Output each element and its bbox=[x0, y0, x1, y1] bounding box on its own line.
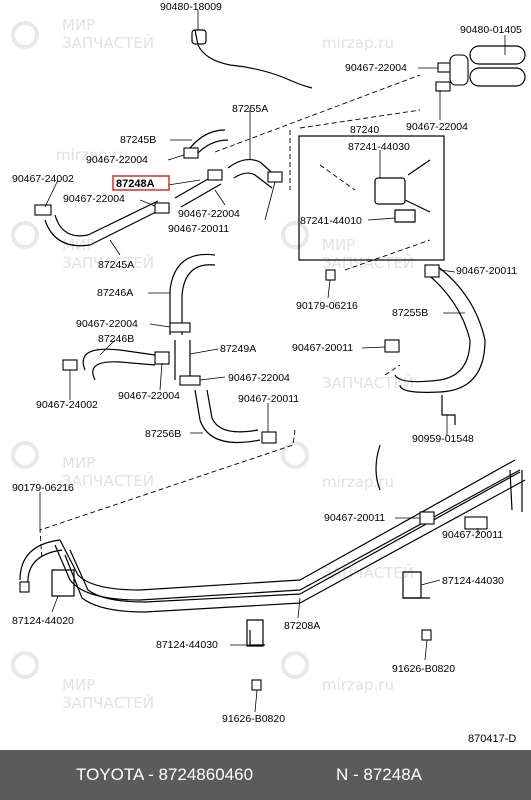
clamp bbox=[169, 322, 191, 333]
clamp bbox=[424, 264, 440, 278]
part-label[interactable]: 87245B bbox=[120, 134, 156, 146]
drawing-number: 870417-D bbox=[468, 733, 516, 745]
footer-diagram-ref: N - 87248A bbox=[336, 765, 422, 784]
clamp bbox=[183, 147, 199, 159]
watermark-site: mirzap.ru bbox=[322, 34, 394, 52]
watermark-zapchastei: ЗАПЧАСТЕЙ bbox=[62, 253, 154, 272]
part-label[interactable]: 90959-01548 bbox=[412, 433, 474, 445]
watermark-site: mirzap.ru bbox=[322, 473, 394, 491]
watermark-layer: МИР ЗАПЧАСТЕЙ mirzap.ru mirzap.ru МИР ЗА… bbox=[11, 16, 414, 712]
part-label[interactable]: 90467-20011 bbox=[292, 342, 353, 354]
part-label[interactable]: 87256B bbox=[145, 428, 181, 440]
clamp bbox=[62, 359, 78, 371]
part-label[interactable]: 87240 bbox=[350, 124, 379, 136]
clamp bbox=[419, 511, 435, 525]
highlight-frame bbox=[112, 175, 170, 191]
clamp-drawings bbox=[19, 54, 488, 691]
part-label[interactable]: 87124-44020 bbox=[12, 615, 74, 627]
watermark-mir: МИР bbox=[62, 676, 95, 694]
watermark-zapchastei: ЗАПЧАСТЕЙ bbox=[322, 373, 414, 392]
part-label[interactable]: 87255A bbox=[232, 103, 268, 115]
clamp bbox=[154, 351, 170, 365]
bolt bbox=[325, 269, 336, 281]
part-label[interactable]: 90467-20011 bbox=[168, 223, 229, 235]
clamp bbox=[464, 516, 488, 530]
part-label[interactable]: 90467-20011 bbox=[324, 512, 385, 524]
part-label[interactable]: 87241-44010 bbox=[300, 215, 362, 227]
watermark-site: mirzap.ru bbox=[56, 146, 128, 164]
part-label[interactable]: 90179-06216 bbox=[12, 482, 74, 494]
watermark-mir: МИР bbox=[62, 454, 95, 472]
part-label[interactable]: 90480-01405 bbox=[460, 24, 522, 36]
part-label[interactable]: 90467-22004 bbox=[63, 193, 125, 205]
part-label[interactable]: 87255B bbox=[392, 307, 428, 319]
part-label[interactable]: 90467-22004 bbox=[406, 121, 468, 133]
part-label[interactable]: 87208A bbox=[284, 620, 320, 632]
part-label[interactable]: 90467-22004 bbox=[76, 318, 138, 330]
part-label[interactable]: 87246B bbox=[98, 333, 134, 345]
bolt bbox=[421, 629, 432, 641]
watermark-mir: МИР bbox=[322, 236, 355, 254]
clamp bbox=[449, 54, 469, 86]
part-label[interactable]: 87241-44030 bbox=[348, 141, 410, 153]
valve-assembly-box bbox=[298, 135, 445, 261]
watermark-mir: МИР bbox=[62, 236, 95, 254]
part-label[interactable]: 90467-20011 bbox=[456, 265, 517, 277]
part-label[interactable]: 90467-22004 bbox=[178, 208, 240, 220]
clamp bbox=[154, 202, 170, 214]
part-label[interactable]: 87124-44030 bbox=[442, 575, 504, 587]
part-label[interactable]: 87246A bbox=[97, 287, 133, 299]
part-label[interactable]: 90480-18009 bbox=[160, 1, 222, 13]
watermark-site: mirzap.ru bbox=[322, 676, 394, 694]
clamp bbox=[261, 431, 277, 444]
part-label[interactable]: 90467-22004 bbox=[118, 390, 180, 402]
bolt bbox=[251, 679, 262, 691]
bolt bbox=[19, 581, 30, 593]
part-label[interactable]: 90467-22004 bbox=[228, 372, 290, 384]
watermark-zapchastei: ЗАПЧАСТЕЙ bbox=[62, 471, 154, 490]
part-label[interactable]: 87249A bbox=[220, 343, 256, 355]
part-label[interactable]: 90467-22004 bbox=[86, 154, 148, 166]
clamp bbox=[267, 171, 283, 183]
part-label[interactable]: 90467-24002 bbox=[12, 173, 74, 185]
clamp bbox=[435, 81, 451, 92]
watermark-zapchastei: ЗАПЧАСТЕЙ bbox=[322, 253, 414, 272]
leader-lines bbox=[39, 10, 506, 713]
clamp bbox=[34, 204, 52, 216]
part-label[interactable]: 87124-44030 bbox=[156, 639, 218, 651]
part-label[interactable]: 90467-24002 bbox=[36, 399, 98, 411]
watermark-zapchastei: ЗАПЧАСТЕЙ bbox=[322, 563, 414, 582]
clamp bbox=[207, 169, 223, 181]
part-label[interactable]: 90467-20011 bbox=[442, 529, 503, 541]
part-label[interactable]: 90467-22004 bbox=[345, 62, 407, 74]
parts-diagram: МИР ЗАПЧАСТЕЙ mirzap.ru mirzap.ru МИР ЗА… bbox=[11, 1, 526, 745]
footer-part-number: TOYOTA - 8724860460 bbox=[76, 765, 254, 784]
highlighted-part-label[interactable]: 87248A bbox=[116, 178, 155, 190]
clamp bbox=[384, 339, 400, 353]
footer-bar: TOYOTA - 8724860460 N - 87248A bbox=[0, 750, 531, 800]
part-label[interactable]: 90467-20011 bbox=[238, 393, 299, 405]
clamp bbox=[179, 375, 201, 386]
watermark-zapchastei: ЗАПЧАСТЕЙ bbox=[62, 33, 154, 52]
part-label[interactable]: 91626-B0820 bbox=[392, 663, 455, 675]
part-label[interactable]: 90179-06216 bbox=[296, 300, 358, 312]
watermark-mir: МИР bbox=[62, 16, 95, 34]
part-label[interactable]: 87245A bbox=[98, 259, 134, 271]
watermark-zapchastei: ЗАПЧАСТЕЙ bbox=[62, 693, 154, 712]
part-label[interactable]: 91626-B0820 bbox=[222, 713, 285, 725]
part-labels: 90480-18009 90480-01405 90467-22004 8725… bbox=[12, 1, 522, 745]
